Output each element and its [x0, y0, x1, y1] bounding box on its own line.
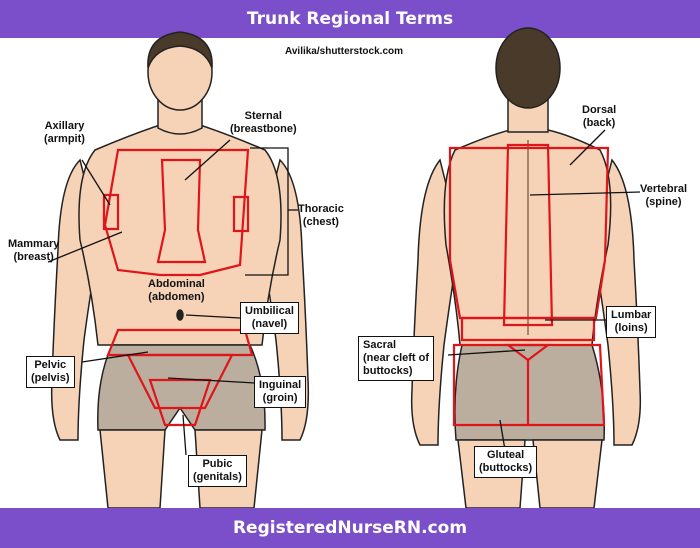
pelvic-term: Pelvic: [34, 359, 67, 371]
label-axillary: Axillary (armpit): [44, 120, 85, 146]
mammary-term: Mammary: [8, 238, 60, 250]
back-regions: [448, 143, 610, 427]
back-right-leg: [532, 439, 603, 509]
title-banner: Trunk Regional Terms: [0, 0, 700, 38]
back-shorts: [454, 344, 605, 441]
pelvic-common: (pelvis): [31, 372, 70, 384]
dorsal-region-outline: [448, 146, 610, 320]
sacral-leader: [447, 349, 526, 356]
navel-mark: [176, 309, 184, 321]
label-inguinal: Inguinal (groin): [254, 376, 307, 408]
pubic-common: (genitals): [193, 471, 242, 483]
lumbar-term: Lumbar: [611, 309, 652, 321]
pelvic-region-outline: [106, 328, 254, 357]
mammary-common: (breast): [13, 251, 54, 263]
page-title: Trunk Regional Terms: [246, 9, 454, 29]
abdominal-term: Abdominal: [148, 278, 205, 290]
sternal-region-outline: [156, 158, 207, 264]
sacral-common-cont: buttocks): [363, 365, 413, 377]
sacral-common: (near cleft of: [363, 352, 430, 364]
lumbar-common: (loins): [614, 322, 648, 334]
front-shorts: [97, 344, 266, 431]
thoracic-common: (chest): [302, 216, 339, 228]
axillary-leader: [81, 159, 111, 206]
left-axillary-region: [102, 193, 120, 231]
label-pubic: Pubic (genitals): [188, 455, 247, 487]
vertebral-common: (spine): [645, 196, 682, 208]
gluteal-region-outline: [452, 343, 606, 427]
label-vertebral: Vertebral (spine): [640, 183, 687, 209]
axillary-common: (armpit): [44, 133, 85, 145]
label-thoracic: Thoracic (chest): [298, 203, 344, 229]
front-figure: [50, 31, 310, 509]
inguinal-region-outline: [126, 353, 234, 410]
site-name: RegisteredNurseRN.com: [232, 518, 468, 538]
thoracic-term: Thoracic: [298, 203, 344, 215]
axillary-term: Axillary: [44, 120, 85, 132]
dorsal-leader: [569, 129, 606, 166]
back-figure: [410, 27, 642, 509]
inguinal-term: Inguinal: [259, 379, 302, 391]
label-umbilical: Umbilical (navel): [240, 302, 299, 334]
umbilical-term: Umbilical: [245, 305, 294, 317]
label-sacral: Sacral (near cleft of buttocks): [358, 336, 435, 381]
lumbar-region-outline: [460, 316, 596, 342]
dorsal-common: (back): [582, 117, 616, 129]
gluteal-common: (buttocks): [479, 462, 533, 474]
label-pelvic: Pelvic (pelvis): [26, 356, 75, 388]
pelvic-leader: [81, 351, 149, 363]
label-abdominal: Abdominal (abdomen): [148, 278, 205, 304]
vertebral-region-outline: [502, 143, 554, 327]
right-axillary-region: [232, 195, 250, 233]
inguinal-leader: [167, 377, 256, 384]
label-lumbar: Lumbar (loins): [606, 306, 657, 338]
vertebral-leader: [529, 191, 641, 196]
vertebral-term: Vertebral: [640, 183, 688, 195]
pubic-leader: [182, 414, 187, 456]
sternal-common: (breastbone): [230, 123, 297, 135]
front-leader-lines: [47, 139, 298, 456]
sacral-region-outline: [504, 343, 552, 362]
label-dorsal: Dorsal (back): [582, 104, 616, 130]
sternal-term: Sternal: [244, 110, 282, 122]
label-mammary: Mammary (breast): [8, 238, 59, 264]
abdominal-common: (abdomen): [148, 291, 205, 303]
umbilical-leader: [185, 314, 241, 319]
front-regions: [102, 148, 254, 427]
gluteal-term: Gluteal: [486, 449, 525, 461]
back-leader-lines: [447, 129, 641, 451]
pubic-region-outline: [148, 378, 212, 427]
label-gluteal: Gluteal (buttocks): [474, 446, 538, 478]
label-sternal: Sternal (breastbone): [230, 110, 297, 136]
back-head: [495, 27, 561, 109]
front-left-leg: [99, 429, 166, 509]
gluteal-leader: [499, 419, 506, 451]
thoracic-region-outline: [103, 148, 250, 277]
dorsal-term: Dorsal: [582, 104, 617, 116]
footer-banner: RegisteredNurseRN.com: [0, 508, 700, 548]
sternal-leader: [184, 139, 231, 181]
sacral-term: Sacral: [363, 339, 397, 351]
thoracic-bracket: [245, 147, 289, 276]
inguinal-common: (groin): [262, 392, 298, 404]
pubic-term: Pubic: [202, 458, 233, 470]
front-hair: [147, 31, 213, 69]
umbilical-common: (navel): [251, 318, 288, 330]
image-credit: Avilika/shutterstock.com: [285, 46, 404, 57]
mammary-leader: [47, 231, 123, 263]
